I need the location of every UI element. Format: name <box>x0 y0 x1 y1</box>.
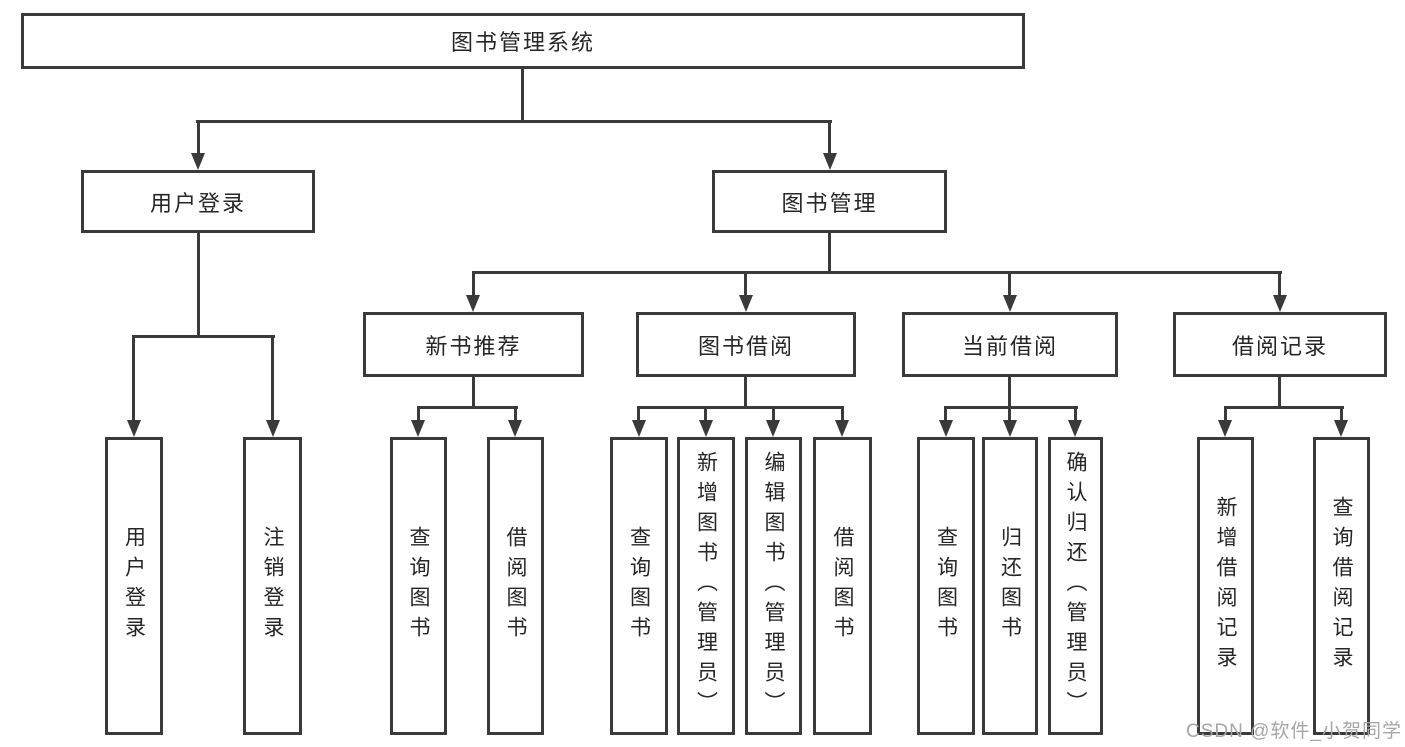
connector-h <box>132 335 275 338</box>
node-leaf-borrow-book: 借阅图书 <box>813 437 872 735</box>
node-leaf-query-current-label: 查询图书 <box>934 526 958 646</box>
node-leaf-user-login-label: 用户登录 <box>122 526 146 646</box>
connector-v <box>772 406 775 421</box>
connector-v <box>521 69 524 120</box>
arrow-down-icon <box>835 420 849 437</box>
connector-v <box>1340 406 1343 421</box>
connector-v <box>1074 406 1077 421</box>
node-leaf-edit-book-admin-label: 编辑图书（管理员） <box>762 451 785 721</box>
node-book-borrowing: 图书借阅 <box>636 312 856 377</box>
node-root-label: 图书管理系统 <box>450 30 595 55</box>
arrow-down-icon <box>1003 420 1017 437</box>
connector-h <box>944 406 1078 409</box>
node-leaf-add-borrow-record: 新增借阅记录 <box>1197 437 1254 735</box>
connector-v <box>637 406 640 421</box>
node-leaf-return-book-label: 归还图书 <box>998 526 1022 646</box>
arrow-down-icon <box>823 153 837 170</box>
csdn-watermark: CSDN @软件_小贺同学 <box>1186 721 1402 742</box>
arrow-down-icon <box>191 153 205 170</box>
arrow-down-icon <box>466 295 480 312</box>
connector-v <box>744 377 747 409</box>
node-leaf-add-book-admin-label: 新增图书（管理员） <box>694 451 718 721</box>
arrow-down-icon <box>739 295 753 312</box>
arrow-down-icon <box>1068 420 1082 437</box>
node-user-login-label: 用户登录 <box>149 190 246 216</box>
arrow-down-icon <box>939 420 953 437</box>
node-leaf-borrow-book-recommend: 借阅图书 <box>487 437 544 735</box>
connector-h <box>637 406 844 409</box>
node-leaf-query-book-label: 查询图书 <box>627 526 651 646</box>
connector-v <box>472 377 475 409</box>
node-leaf-add-book-admin: 新增图书（管理员） <box>677 437 735 735</box>
node-leaf-borrow-book-recommend-label: 借阅图书 <box>504 526 527 646</box>
arrow-down-icon <box>127 420 141 437</box>
connector-v <box>828 120 831 155</box>
connector-v <box>704 406 707 421</box>
connector-v <box>744 271 747 297</box>
connector-h <box>417 406 518 409</box>
connector-v <box>197 233 200 335</box>
node-leaf-query-book-recommend-label: 查询图书 <box>407 526 430 646</box>
node-book-management-label: 图书管理 <box>781 190 878 216</box>
node-leaf-query-borrow-record: 查询借阅记录 <box>1313 437 1370 735</box>
node-new-book-recommend: 新书推荐 <box>363 312 584 377</box>
node-leaf-confirm-return-admin-label: 确认归还（管理员） <box>1064 451 1087 721</box>
arrow-down-icon <box>411 420 425 437</box>
node-current-borrow-label: 当前借阅 <box>961 333 1058 359</box>
connector-v <box>417 406 420 421</box>
connector-v <box>197 120 200 155</box>
node-leaf-borrow-book-label: 借阅图书 <box>831 526 854 646</box>
node-borrow-records-label: 借阅记录 <box>1231 333 1328 359</box>
node-book-borrowing-label: 图书借阅 <box>697 333 794 359</box>
node-user-login: 用户登录 <box>81 170 315 233</box>
arrow-down-icon <box>1334 420 1348 437</box>
node-leaf-confirm-return-admin: 确认归还（管理员） <box>1048 437 1103 735</box>
connector-v <box>841 406 844 421</box>
connector-v <box>1008 377 1011 409</box>
node-leaf-query-current: 查询图书 <box>917 437 975 735</box>
connector-h <box>472 271 1282 274</box>
connector-v <box>514 406 517 421</box>
arrow-down-icon <box>1003 295 1017 312</box>
connector-h <box>196 120 832 123</box>
connector-v <box>828 233 831 274</box>
node-leaf-user-login: 用户登录 <box>105 437 163 735</box>
connector-v <box>1008 271 1011 297</box>
arrow-down-icon <box>632 420 646 437</box>
node-leaf-return-book: 归还图书 <box>982 437 1038 735</box>
node-new-book-recommend-label: 新书推荐 <box>425 333 522 359</box>
connector-v <box>271 335 274 421</box>
node-leaf-logout: 注销登录 <box>243 437 302 735</box>
node-leaf-edit-book-admin: 编辑图书（管理员） <box>745 437 802 735</box>
node-leaf-query-borrow-record-label: 查询借阅记录 <box>1330 496 1353 676</box>
connector-v <box>1278 271 1281 297</box>
connector-v <box>1278 377 1281 409</box>
arrow-down-icon <box>699 420 713 437</box>
node-leaf-query-book-recommend: 查询图书 <box>390 437 447 735</box>
node-root: 图书管理系统 <box>21 13 1025 69</box>
node-borrow-records: 借阅记录 <box>1173 312 1387 377</box>
node-leaf-query-book: 查询图书 <box>610 437 668 735</box>
node-book-management: 图书管理 <box>712 170 947 233</box>
node-leaf-logout-label: 注销登录 <box>261 526 284 646</box>
arrow-down-icon <box>1218 420 1232 437</box>
connector-v <box>472 271 475 297</box>
arrow-down-icon <box>1273 295 1287 312</box>
connector-v <box>1224 406 1227 421</box>
arrow-down-icon <box>766 420 780 437</box>
node-current-borrow: 当前借阅 <box>902 312 1118 377</box>
connector-v <box>944 406 947 421</box>
connector-h <box>1224 406 1344 409</box>
arrow-down-icon <box>508 420 522 437</box>
connector-v <box>1008 406 1011 421</box>
node-leaf-add-borrow-record-label: 新增借阅记录 <box>1214 496 1237 676</box>
arrow-down-icon <box>266 420 280 437</box>
connector-v <box>132 335 135 421</box>
